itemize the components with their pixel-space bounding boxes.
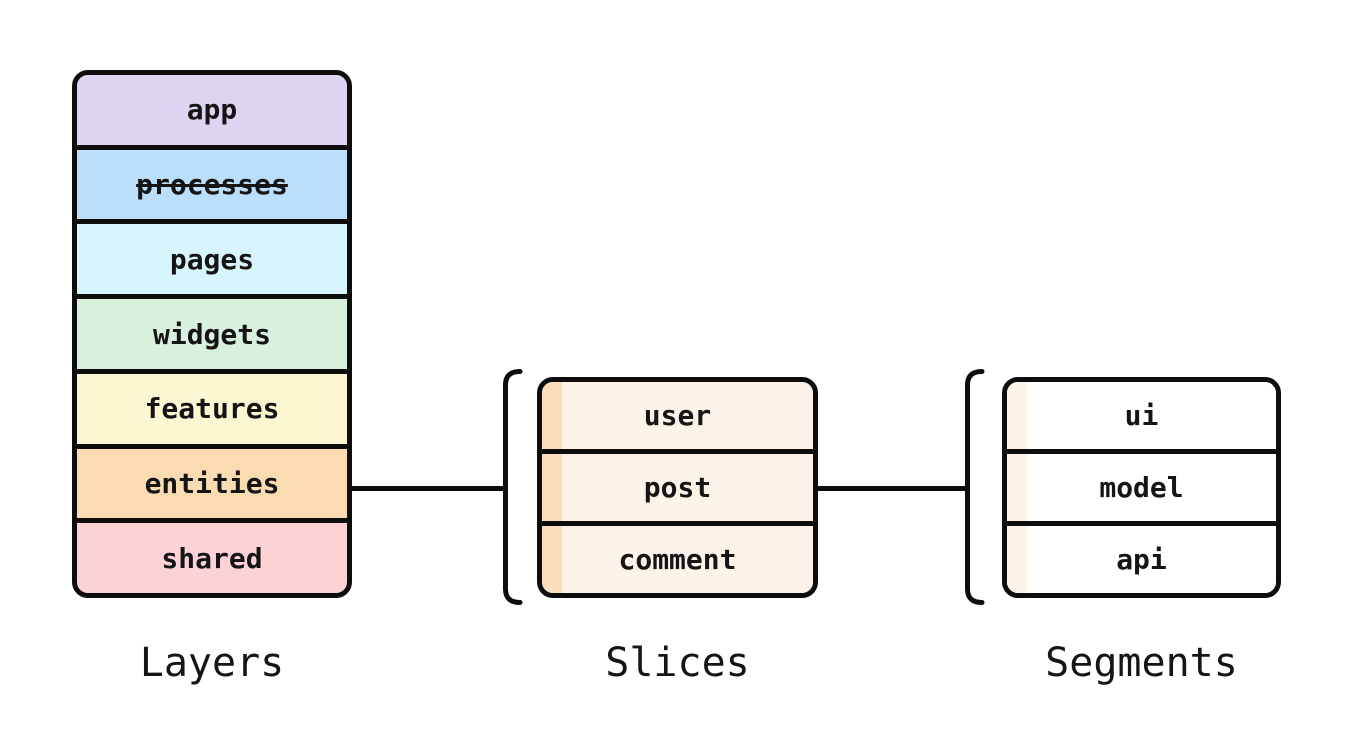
- slice-spine: [542, 454, 562, 521]
- layer-label-processes: processes: [136, 168, 288, 202]
- layer-row-widgets: widgets: [77, 299, 347, 374]
- segment-spine: [1007, 454, 1027, 521]
- layer-label-features: features: [144, 392, 280, 426]
- layer-row-entities: entities: [77, 448, 347, 524]
- layer-label-widgets: widgets: [152, 317, 271, 351]
- layer-label-shared: shared: [161, 541, 263, 575]
- slice-label-post: post: [643, 471, 712, 504]
- layers-title: Layers: [139, 640, 285, 686]
- segment-spine: [1007, 382, 1027, 449]
- slice-label-user: user: [643, 399, 712, 432]
- segment-row-model: model: [1007, 454, 1276, 526]
- slice-row-comment: comment: [542, 526, 813, 593]
- segment-label-api: api: [1116, 543, 1167, 576]
- layer-row-pages: pages: [77, 224, 347, 300]
- slice-row-user: user: [542, 382, 813, 454]
- slice-row-post: post: [542, 454, 813, 526]
- segments-bracket-icon: [965, 369, 985, 605]
- slices-title: Slices: [605, 640, 750, 686]
- segment-row-api: api: [1007, 526, 1276, 593]
- slice-label-comment: comment: [618, 543, 737, 576]
- slices-stack: user post comment: [537, 377, 818, 598]
- layer-label-pages: pages: [169, 242, 255, 276]
- segment-row-ui: ui: [1007, 382, 1276, 454]
- layer-label-app: app: [186, 93, 238, 127]
- slice-spine: [542, 526, 562, 593]
- layer-row-processes: processes: [77, 149, 347, 225]
- segment-label-ui: ui: [1124, 399, 1159, 432]
- segment-spine: [1007, 526, 1027, 593]
- connector-layers-to-slices: [349, 486, 506, 491]
- segment-label-model: model: [1099, 471, 1184, 504]
- slice-spine: [542, 382, 562, 449]
- layers-stack: app processes pages widgets features ent…: [72, 70, 352, 598]
- slices-bracket-icon: [503, 369, 523, 605]
- segments-title: Segments: [1045, 640, 1238, 686]
- layer-label-entities: entities: [144, 466, 280, 500]
- segments-stack: ui model api: [1002, 377, 1281, 598]
- layer-row-shared: shared: [77, 523, 347, 593]
- layer-row-features: features: [77, 373, 347, 449]
- layer-row-app: app: [77, 75, 347, 150]
- connector-slices-to-segments: [815, 486, 969, 491]
